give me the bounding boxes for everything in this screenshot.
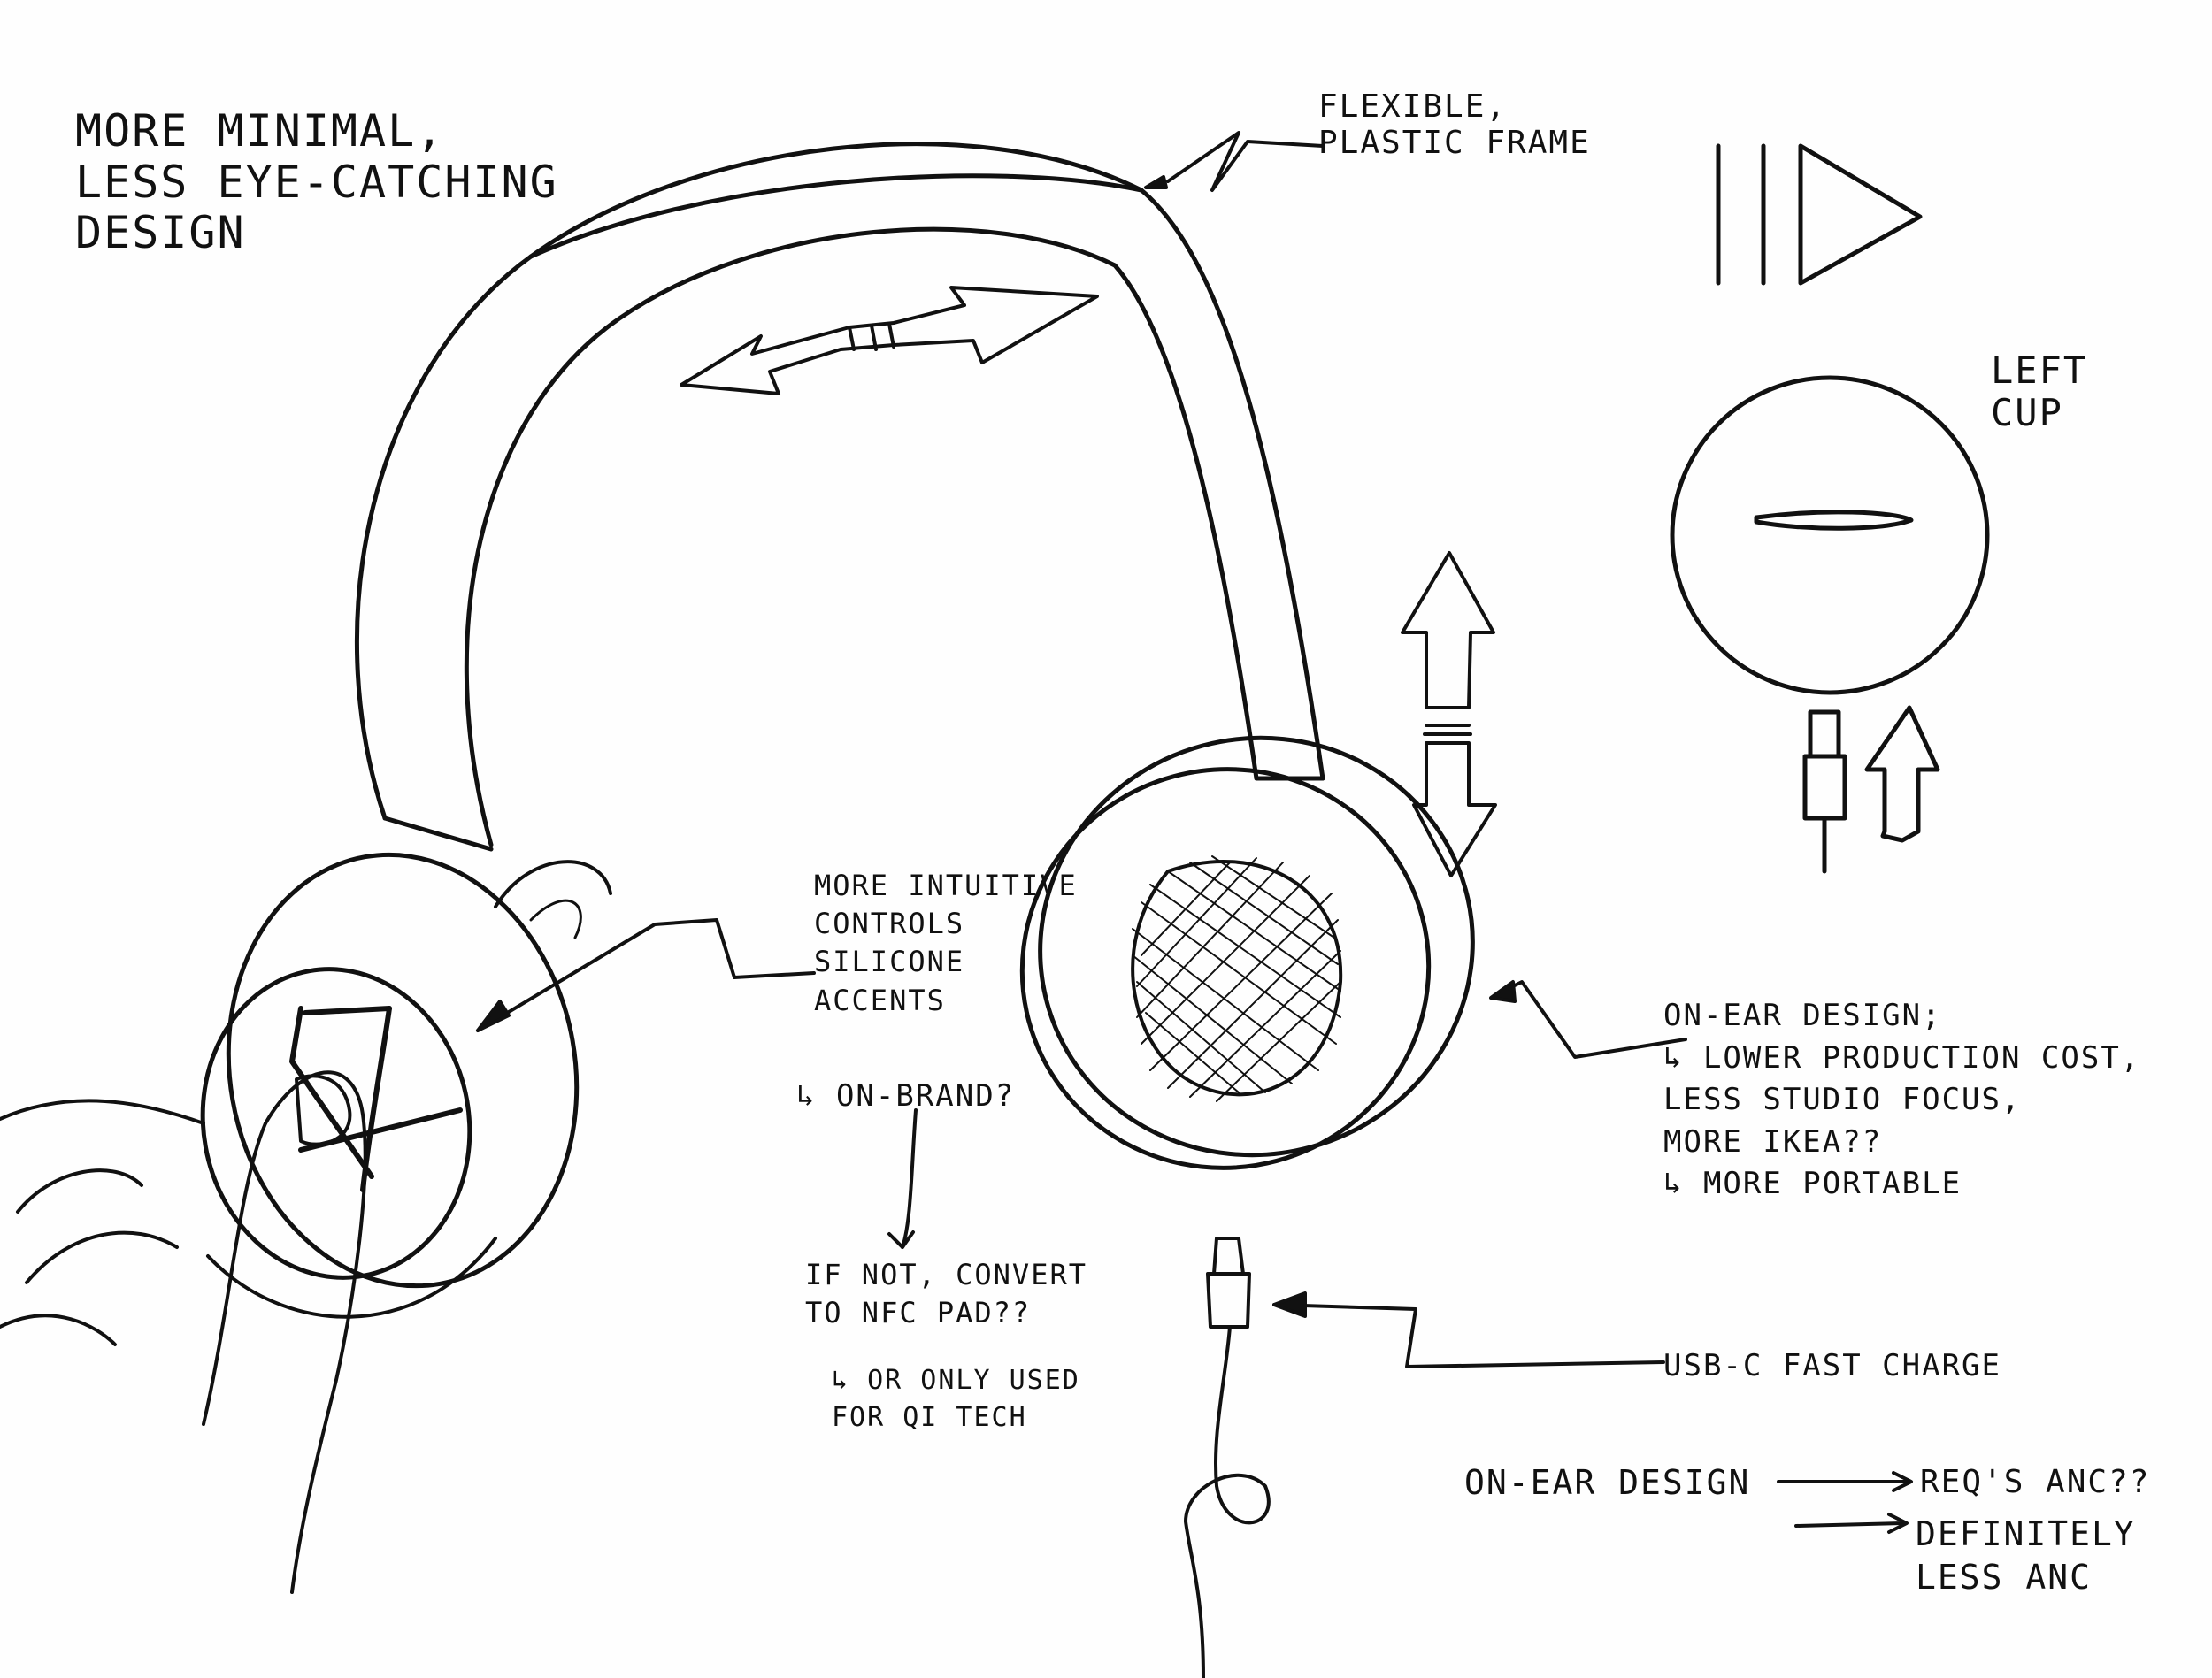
note-on-ear-design: On-ear design; ↳ lower production cost, … <box>1663 998 2141 1202</box>
note-qi-tech: ↳ or only used for Qi tech <box>832 1365 1080 1433</box>
play-pause-icon <box>1716 143 1923 286</box>
speaker-mesh <box>1132 855 1341 1102</box>
note-anc-label: On-ear design <box>1464 1463 1751 1502</box>
note-intuitive-controls: More intuitive controls silicone accents <box>814 869 1078 1017</box>
note-left-cup: Left cup <box>1991 349 2088 435</box>
minus-icon <box>1754 510 1914 531</box>
x-cross-icon <box>289 1006 463 1192</box>
note-anc-required: req's ANC?? <box>1920 1464 2151 1500</box>
vertical-adjust-arrow <box>1401 551 1497 877</box>
note-minimal-design: More minimal, less eye-catching design <box>75 105 558 258</box>
finger <box>0 1070 367 1594</box>
leader-lines <box>476 131 1913 1534</box>
band-adjust-arrow <box>680 286 1099 395</box>
right-earcup <box>1019 735 1475 1170</box>
left-earcup <box>200 852 612 1319</box>
usb-c-cable <box>1184 1237 1271 1678</box>
left-cup-detail <box>1670 375 1990 874</box>
note-anc-less: Definitely less ANC <box>1916 1514 2136 1598</box>
note-usb-c: USB-C fast charge <box>1663 1348 2001 1383</box>
note-flexible-frame: Flexible, plastic frame <box>1318 88 1591 162</box>
note-on-brand: ↳ on-brand? <box>796 1078 1016 1114</box>
note-nfc-pad: If not, convert to NFC pad?? <box>805 1258 1087 1330</box>
